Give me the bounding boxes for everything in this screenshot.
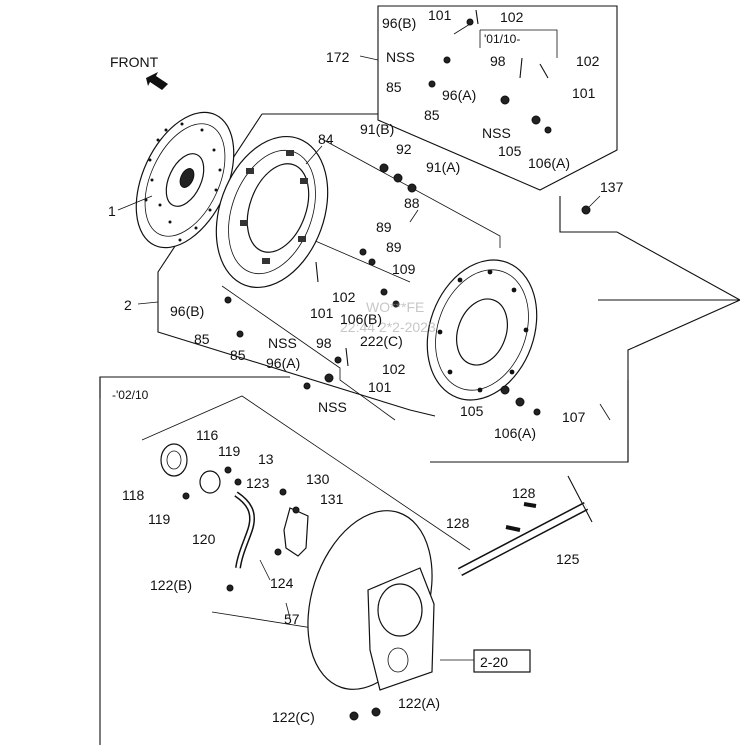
callout-107: 107 — [562, 409, 586, 425]
callout-105-top: 105 — [498, 143, 522, 159]
inset-box-top — [377, 5, 618, 191]
callout-98-top: 98 — [490, 53, 506, 69]
callout-122c: 122(C) — [272, 709, 315, 725]
callout-125: 125 — [556, 551, 580, 567]
front-label: FRONT — [110, 54, 159, 70]
callout-85-mid-a: 85 — [194, 331, 210, 347]
callout-128-a: 128 — [512, 485, 536, 501]
callout-102-low: 102 — [382, 361, 406, 377]
callout-120: 120 — [192, 531, 216, 547]
callout-1: 1 — [108, 203, 116, 219]
callout-89-b: 89 — [386, 239, 402, 255]
release-bearing — [160, 443, 221, 494]
callout-106b: 106(B) — [340, 311, 382, 327]
callout-labels: 1 2 84 172 96(B) 101 102 NSS 98 102 85 9… — [108, 7, 624, 725]
callout-13: 13 — [258, 451, 274, 467]
release-fork — [283, 507, 309, 557]
watermark-line2: 22:44 2*2-2023 — [340, 319, 436, 335]
callout-89-a: 89 — [376, 219, 392, 235]
callout-131: 131 — [320, 491, 344, 507]
callout-96a-top: 96(A) — [442, 87, 476, 103]
callout-91b: 91(B) — [360, 121, 394, 137]
callout-57: 57 — [284, 611, 300, 627]
callout-98-mid: 98 — [316, 335, 332, 351]
front-arrow-icon — [146, 72, 168, 90]
flywheel — [426, 259, 538, 401]
callout-128-b: 128 — [446, 515, 470, 531]
fasteners — [182, 18, 591, 721]
callout-101-low: 101 — [368, 379, 392, 395]
callout-105-low: 105 — [460, 403, 484, 419]
release-hose — [234, 491, 256, 569]
callout-222c: 222(C) — [360, 333, 403, 349]
leader-lines — [117, 23, 601, 661]
callout-84: 84 — [318, 131, 334, 147]
callout-85-top-b: 85 — [424, 107, 440, 123]
callout-122a: 122(A) — [398, 695, 440, 711]
callout-119-b: 119 — [148, 511, 171, 527]
clutch-housing — [307, 510, 435, 691]
callout-123: 123 — [246, 475, 270, 491]
callout-2: 2 — [124, 297, 132, 313]
callout-85-top-a: 85 — [386, 79, 402, 95]
callout-92: 92 — [396, 141, 412, 157]
callout-106a-top: 106(A) — [528, 155, 570, 171]
callout-102-top: 102 — [500, 9, 524, 25]
callout-122b: 122(B) — [150, 577, 192, 593]
callout-88: 88 — [404, 195, 420, 211]
callout-nss-top-b: NSS — [482, 125, 511, 141]
callout-91a: 91(A) — [426, 159, 460, 175]
callout-96b-mid: 96(B) — [170, 303, 204, 319]
callout-118: 118 — [122, 487, 145, 503]
springs — [315, 9, 549, 532]
inset-date-bottom: -'02/10 — [112, 388, 149, 402]
callout-116: 116 — [196, 427, 219, 443]
callout-137: 137 — [600, 179, 624, 195]
callout-106a-low: 106(A) — [494, 425, 536, 441]
callout-101-mid: 101 — [310, 305, 334, 321]
callout-nss-low: NSS — [318, 399, 347, 415]
callout-119-a: 119 — [218, 443, 241, 459]
cross-shaft — [457, 475, 593, 576]
callout-nss-mid: NSS — [268, 335, 297, 351]
callout-96b-top: 96(B) — [382, 15, 416, 31]
ref-box[interactable] — [473, 649, 531, 673]
callout-124: 124 — [270, 575, 294, 591]
inset-date-top: '01/10- — [484, 32, 520, 46]
callout-nss-top: NSS — [386, 49, 415, 65]
callout-96a-mid: 96(A) — [266, 355, 300, 371]
callout-172: 172 — [326, 49, 350, 65]
callout-109: 109 — [392, 261, 416, 277]
callout-101-right: 101 — [572, 85, 596, 101]
callout-130: 130 — [306, 471, 330, 487]
callout-102-right: 102 — [576, 53, 600, 69]
callout-85-mid-b: 85 — [230, 347, 246, 363]
pressure-plate — [215, 135, 329, 289]
callout-102-mid: 102 — [332, 289, 356, 305]
callout-101-top: 101 — [428, 7, 452, 23]
watermark-line1: WO***FE — [366, 299, 424, 315]
clutch-disc — [135, 111, 235, 249]
ref-box-label: 2-20 — [480, 654, 508, 670]
